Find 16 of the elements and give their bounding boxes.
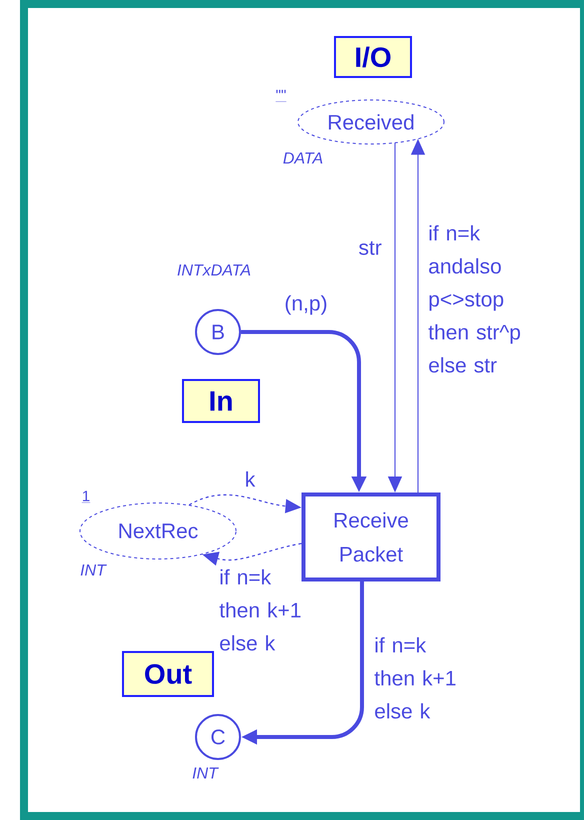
color-set-label: DATA	[283, 152, 322, 164]
arc-inscription: if n=k andalso p<>stop then str^p else str	[428, 225, 520, 373]
color-set-label: INT	[192, 767, 219, 778]
tag-box: Out	[122, 651, 214, 697]
arc-inscription: k	[246, 471, 256, 487]
tag-box: I/O	[334, 36, 412, 78]
arc-inscription: if n=k then k+1 else k	[374, 637, 456, 719]
initial-marking: 1	[82, 490, 90, 503]
arc-inscription: str	[359, 241, 382, 255]
color-set-label: INT	[80, 564, 107, 576]
tag-box: In	[182, 379, 260, 423]
initial-marking: ""	[275, 90, 287, 102]
arc-inscription: if n=k then k+1 else k	[220, 569, 300, 651]
arc-inscription: (n,p)	[286, 295, 326, 315]
color-set-label: INTxDATA	[178, 264, 250, 276]
transition-box: Receive Packet	[302, 492, 440, 582]
